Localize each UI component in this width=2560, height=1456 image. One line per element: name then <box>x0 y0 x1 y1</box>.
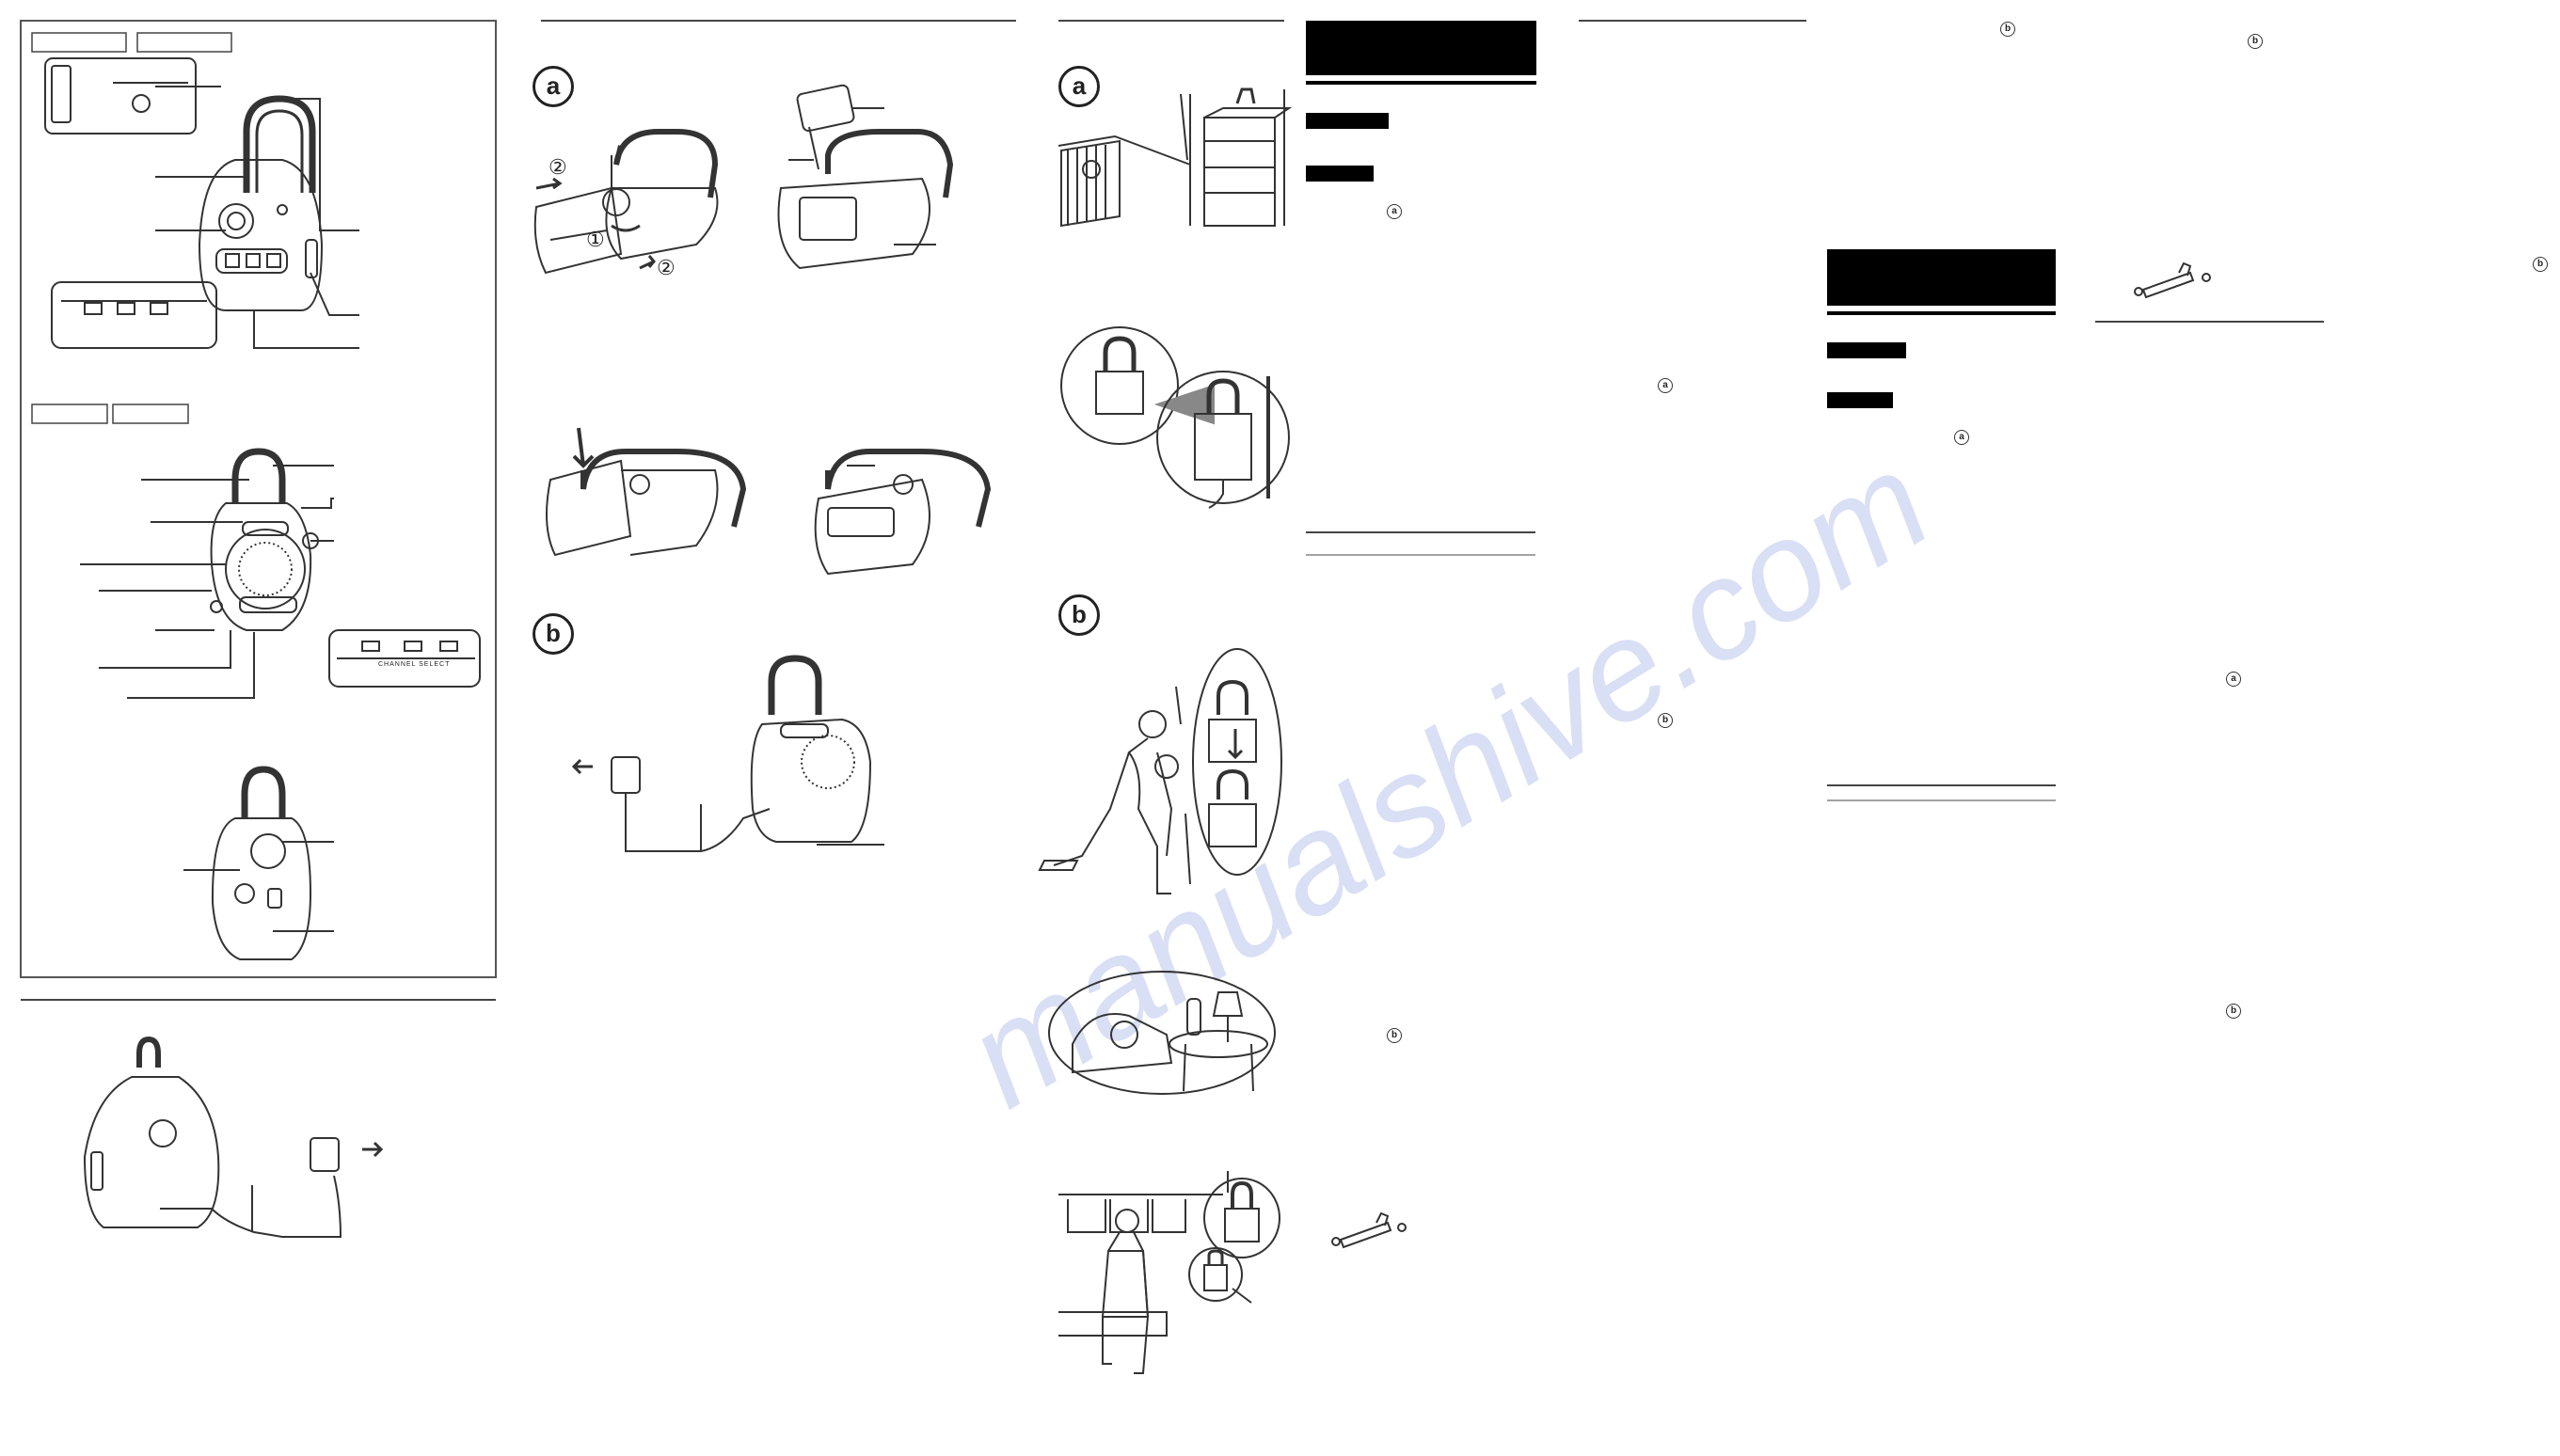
text-ref-b-5: b <box>2533 257 2548 272</box>
figure-label-a-panel3: a <box>1058 66 1100 107</box>
text-ref-b-6: b <box>2226 1004 2241 1019</box>
step-number-2b: ② <box>657 256 676 279</box>
text-ref-b-2: b <box>1658 713 1673 728</box>
text-ref-a-3: a <box>1954 430 1969 445</box>
ac-adapter-connection-illustration-2 <box>571 655 884 852</box>
text-ref-a-4: a <box>2226 672 2241 687</box>
text-ref-b-3: b <box>2000 22 2015 37</box>
bedside-scene-illustration <box>1048 971 1276 1095</box>
section-title-block-2 <box>1827 249 2056 306</box>
section-title-rule-2 <box>1827 311 2056 315</box>
figure-label-a-panel2: a <box>533 66 574 107</box>
text-ref-b-4: b <box>2248 34 2263 49</box>
battery-install-illustration-1 <box>533 129 719 275</box>
section-title-rule-1 <box>1306 81 1536 85</box>
nursery-scene-illustration <box>1057 87 1293 228</box>
wall-mount-illustration <box>1060 326 1290 509</box>
parent-unit-illustration-1 <box>44 57 359 349</box>
subsection-header-4 <box>1827 392 1893 408</box>
channel-select-label: CHANNEL SELECT <box>378 661 451 668</box>
battery-polarity-diagram-2 <box>2134 261 2211 299</box>
vacuuming-scene-illustration <box>1038 648 1282 894</box>
battery-install-illustration-3 <box>546 427 747 557</box>
subsection-header-1 <box>1306 113 1389 129</box>
text-ref-a-2: a <box>1658 378 1673 393</box>
kitchen-scene-illustration <box>1058 1171 1280 1374</box>
step-number-1: ① <box>586 228 605 251</box>
step-number-2a: ② <box>549 155 567 179</box>
figure-label-b-panel2: b <box>533 613 574 655</box>
subsection-header-2 <box>1306 166 1374 182</box>
battery-install-illustration-2 <box>777 84 954 270</box>
battery-polarity-diagram-1 <box>1331 1211 1407 1249</box>
figure-label-b-panel3: b <box>1058 594 1100 636</box>
section-title-block-1 <box>1306 21 1536 75</box>
parent-unit-back-illustration <box>183 766 334 960</box>
baby-unit-illustration <box>80 448 481 699</box>
text-ref-b-1: b <box>1387 1028 1402 1043</box>
battery-install-illustration-4 <box>814 449 992 576</box>
panel1-frame <box>20 20 497 978</box>
ac-adapter-connection-illustration-1 <box>83 1036 384 1238</box>
text-ref-a-1: a <box>1387 204 1402 219</box>
subsection-header-3 <box>1827 342 1906 358</box>
